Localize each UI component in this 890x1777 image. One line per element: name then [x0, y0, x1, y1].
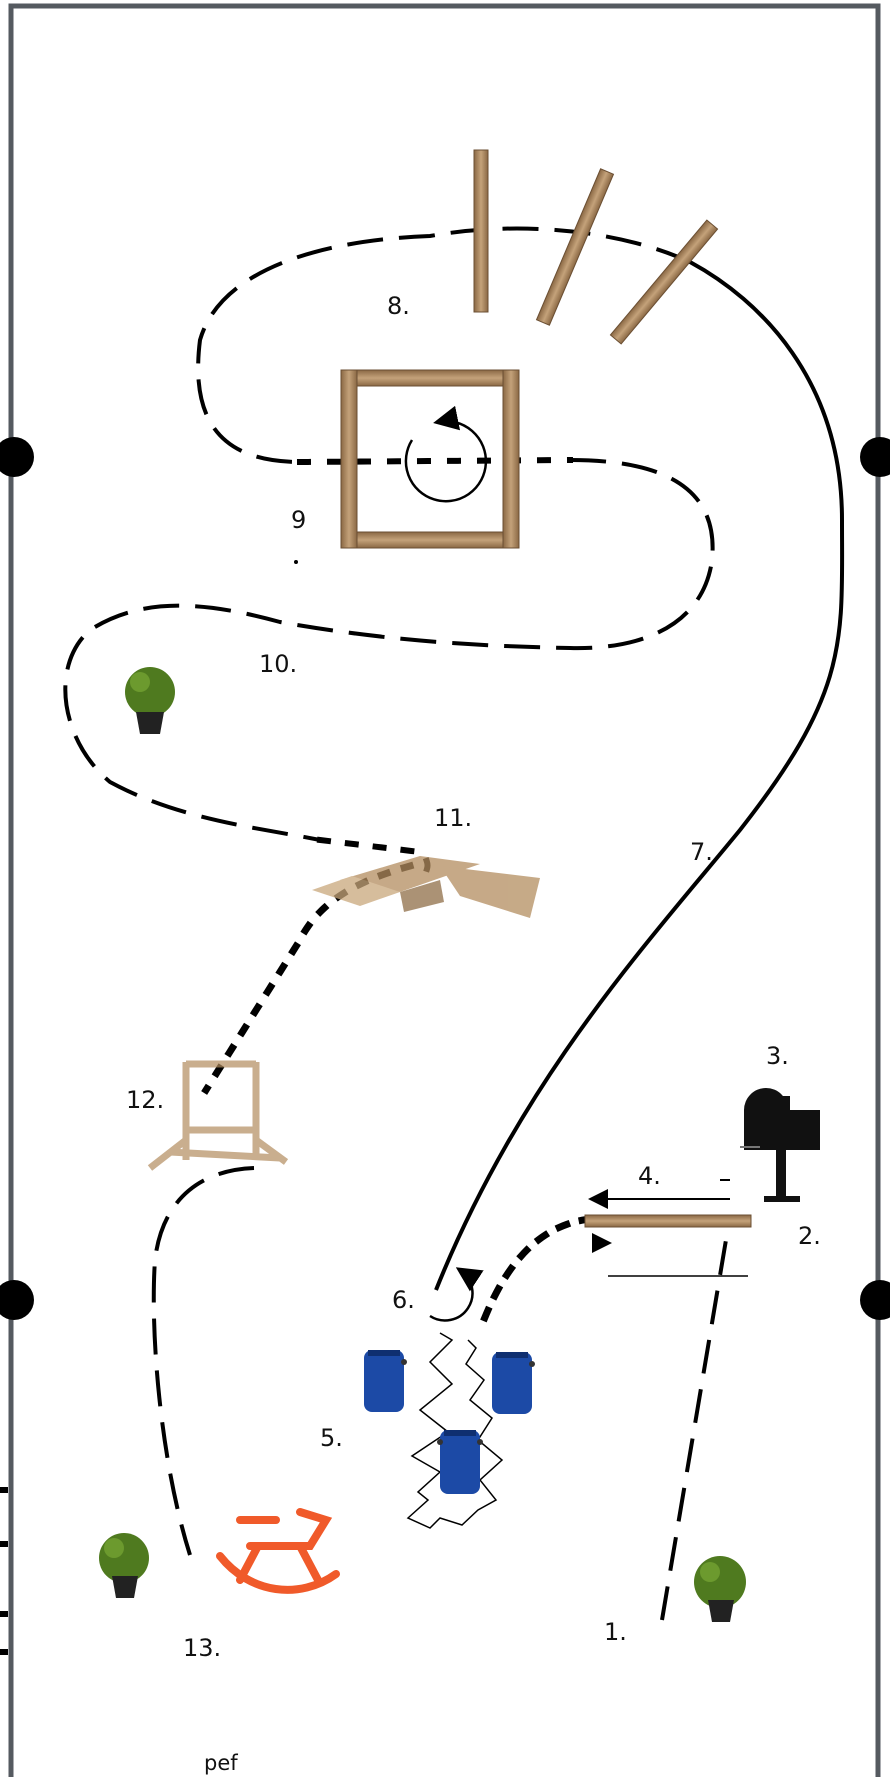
- barrel-left: [364, 1350, 407, 1412]
- step-label-13: 13.: [183, 1634, 221, 1662]
- pole-diagonal-1: [537, 169, 614, 325]
- rocking-horse: [220, 1512, 336, 1590]
- marker-left-upper: [0, 437, 34, 477]
- path-dashed-to-finish: [154, 1168, 254, 1555]
- step-label-2: 2.: [798, 1222, 821, 1250]
- arena-markers: [0, 437, 890, 1320]
- marker-right-upper: [860, 437, 890, 477]
- left-edge-ticks: [0, 1490, 8, 1652]
- dot-mark: [294, 560, 298, 564]
- step-label-3: 3.: [766, 1042, 789, 1070]
- bridge-plank: [585, 1215, 751, 1227]
- potted-plant-start: [694, 1556, 746, 1622]
- gate-frame: [150, 1062, 286, 1168]
- author-label: pef: [204, 1751, 238, 1775]
- path-dashed-loop-upper: [198, 228, 690, 462]
- step-label-12: 12.: [126, 1086, 164, 1114]
- step-label-11: 11.: [434, 804, 472, 832]
- step-label-5: 5.: [320, 1424, 343, 1452]
- arena-border: [11, 6, 878, 1777]
- path-dotted-to-gate: [206, 866, 410, 1090]
- mailbox: [740, 1088, 820, 1202]
- potted-plant-left: [125, 667, 175, 734]
- marker-left-lower: [0, 1280, 34, 1320]
- pole-diagonal-2: [610, 220, 717, 344]
- step-label-9: 9: [291, 506, 306, 534]
- path-to-barrels: [480, 1219, 590, 1330]
- step-label-7: 7.: [690, 838, 713, 866]
- step-label-6: 6.: [392, 1286, 415, 1314]
- step-label-1: 1.: [604, 1618, 627, 1646]
- step-label-4: 4.: [638, 1162, 661, 1190]
- potted-plant-finish: [99, 1533, 149, 1598]
- pole-vertical: [474, 150, 488, 312]
- barrel-bottom: [437, 1430, 483, 1494]
- step-label-10: 10.: [259, 650, 297, 678]
- step-label-8: 8.: [387, 292, 410, 320]
- marker-right-lower: [860, 1280, 890, 1320]
- path-dashed-loop-middle: [65, 460, 712, 840]
- barrel-right: [492, 1352, 535, 1414]
- turn-circle: [430, 1270, 472, 1320]
- platform-bridge: [312, 856, 540, 918]
